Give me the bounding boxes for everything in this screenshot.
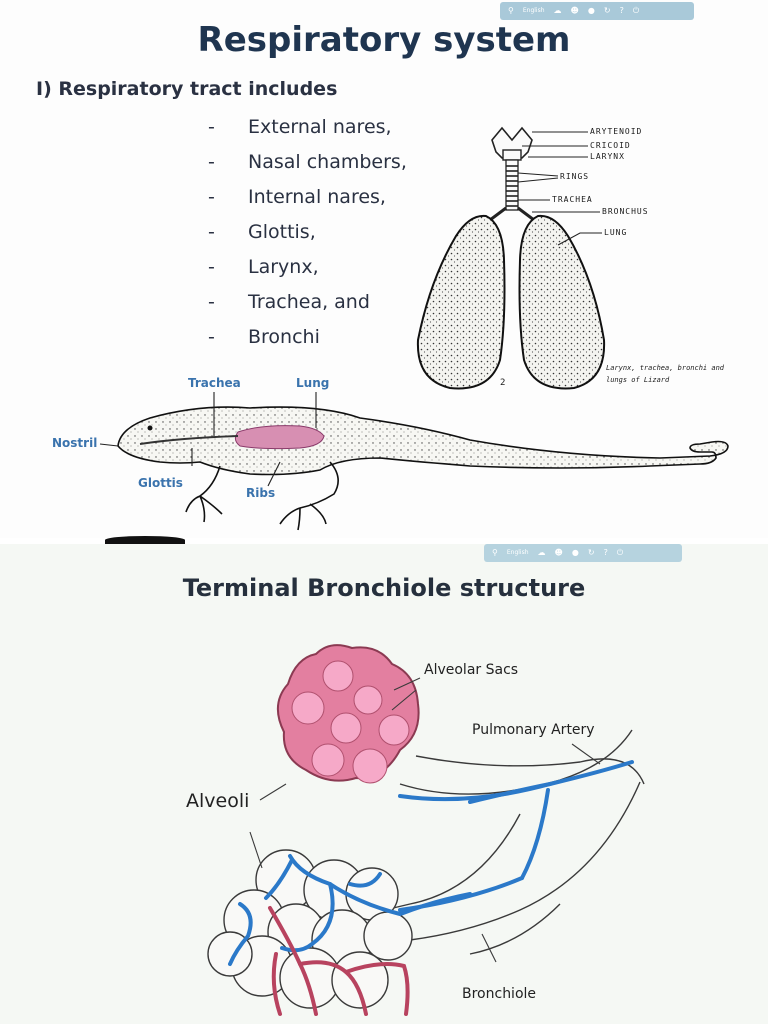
- list-bullet: -: [208, 151, 215, 173]
- bronchiole-diagram: [207, 644, 645, 1016]
- label-trachea-small: TRACHEA: [552, 195, 593, 204]
- language-selector[interactable]: English: [522, 7, 545, 14]
- list-item-text: Bronchi: [248, 326, 320, 348]
- respiratory-tract-list: - External nares, - Nasal chambers, - Inter…: [208, 112, 407, 357]
- bronchiole-leader-lines: [249, 677, 601, 963]
- power-icon[interactable]: ⏻: [632, 6, 640, 15]
- lung-right: [518, 214, 606, 390]
- lizard-hind-leg: [279, 461, 339, 531]
- label-alveoli: Alveoli: [186, 790, 250, 812]
- cloud-icon[interactable]: ☁: [553, 6, 562, 15]
- figure-number: 2: [500, 378, 507, 388]
- list-bullet: -: [208, 186, 215, 208]
- label-ribs: Ribs: [246, 486, 276, 500]
- bronchus-right: [517, 206, 535, 222]
- label-rings: RINGS: [560, 172, 590, 181]
- list-item-text: Larynx,: [248, 256, 319, 278]
- list-item-text: External nares,: [248, 116, 392, 138]
- diagram-caption-line2: lungs of Lizard: [606, 376, 670, 384]
- search-icon[interactable]: ⚲: [508, 6, 514, 15]
- list-item: - Glottis,: [208, 217, 407, 252]
- language-selector[interactable]: English: [506, 549, 529, 556]
- list-item: - Internal nares,: [208, 182, 407, 217]
- list-item: - External nares,: [208, 112, 407, 147]
- refresh-icon[interactable]: ↻: [587, 548, 595, 557]
- label-nostril: Nostril: [52, 436, 98, 450]
- slide-separator: [0, 538, 768, 546]
- help-icon[interactable]: ?: [603, 548, 608, 557]
- list-item-text: Trachea, and: [248, 291, 370, 313]
- list-item: - Larynx,: [208, 252, 407, 287]
- trachea-rings: [506, 165, 518, 207]
- label-pulmonary-artery: Pulmonary Artery: [472, 722, 595, 738]
- record-icon[interactable]: ●: [571, 548, 579, 557]
- list-bullet: -: [208, 256, 215, 278]
- lizard-eye: [147, 425, 153, 431]
- lizard-trachea: [139, 435, 239, 445]
- diagram-caption-line1: Larynx, trachea, bronchi and: [606, 364, 725, 372]
- label-alveolar-sacs: Alveolar Sacs: [424, 662, 519, 678]
- label-bronchiole: Bronchiole: [462, 986, 537, 1002]
- list-bullet: -: [208, 116, 215, 138]
- cloud-icon[interactable]: ☁: [537, 548, 546, 557]
- label-bronchus: BRONCHUS: [602, 207, 649, 216]
- lizard-lung-region: [234, 425, 325, 450]
- leader-lines: [517, 131, 602, 246]
- list-bullet: -: [208, 326, 215, 348]
- person-icon[interactable]: ☻: [554, 548, 563, 557]
- power-icon[interactable]: ⏻: [616, 548, 624, 557]
- record-icon[interactable]: ●: [587, 6, 595, 15]
- person-icon[interactable]: ☻: [570, 6, 579, 15]
- alveolar-sacs: [291, 660, 410, 784]
- list-bullet: -: [208, 221, 215, 243]
- help-icon[interactable]: ?: [619, 6, 624, 15]
- pulmonary-vessels-blue: [380, 760, 634, 924]
- lizard-leader-lines: [99, 392, 317, 487]
- trachea-tube: [505, 159, 519, 211]
- list-item: - Bronchi: [208, 322, 407, 357]
- slide-title: Respiratory system: [197, 20, 571, 60]
- label-larynx: LARYNX: [590, 152, 625, 161]
- label-lung: Lung: [296, 376, 330, 390]
- slide-title: Terminal Bronchiole structure: [182, 574, 586, 602]
- label-glottis: Glottis: [138, 476, 183, 490]
- cricoid-ring: [502, 149, 522, 161]
- slide-respiratory-system: ⚲ English ☁ ☻ ● ↻ ? ⏻ Respiratory system…: [36, 2, 729, 531]
- separator-shadow: [105, 536, 185, 544]
- search-icon[interactable]: ⚲: [492, 548, 498, 557]
- lung-left: [416, 214, 506, 390]
- list-item-text: Nasal chambers,: [248, 151, 407, 173]
- list-item-text: Internal nares,: [248, 186, 386, 208]
- label-lung-small: LUNG: [604, 228, 628, 237]
- label-cricoid: CRICOID: [590, 141, 631, 150]
- lizard-lungs-diagram: [99, 126, 729, 531]
- list-item-text: Glottis,: [248, 221, 316, 243]
- label-arytenoid: ARYTENOID: [590, 127, 643, 136]
- presentation-toolbar: ⚲ English ☁ ☻ ● ↻ ? ⏻: [484, 544, 682, 562]
- lizard-body: [117, 406, 729, 476]
- alveoli-cluster: [207, 849, 413, 1009]
- presentation-toolbar: ⚲ English ☁ ☻ ● ↻ ? ⏻: [500, 2, 694, 20]
- lizard-front-leg: [185, 465, 223, 523]
- slide-terminal-bronchiole: ⚲ English ☁ ☻ ● ↻ ? ⏻ Terminal Bronchiol…: [0, 544, 768, 1024]
- section-heading: I) Respiratory tract includes: [36, 78, 338, 100]
- list-item: - Trachea, and: [208, 287, 407, 322]
- list-bullet: -: [208, 291, 215, 313]
- label-trachea: Trachea: [188, 376, 241, 390]
- bronchus-left: [489, 206, 507, 222]
- alveoli-vessels-red: [268, 906, 410, 1016]
- list-item: - Nasal chambers,: [208, 147, 407, 182]
- refresh-icon[interactable]: ↻: [603, 6, 611, 15]
